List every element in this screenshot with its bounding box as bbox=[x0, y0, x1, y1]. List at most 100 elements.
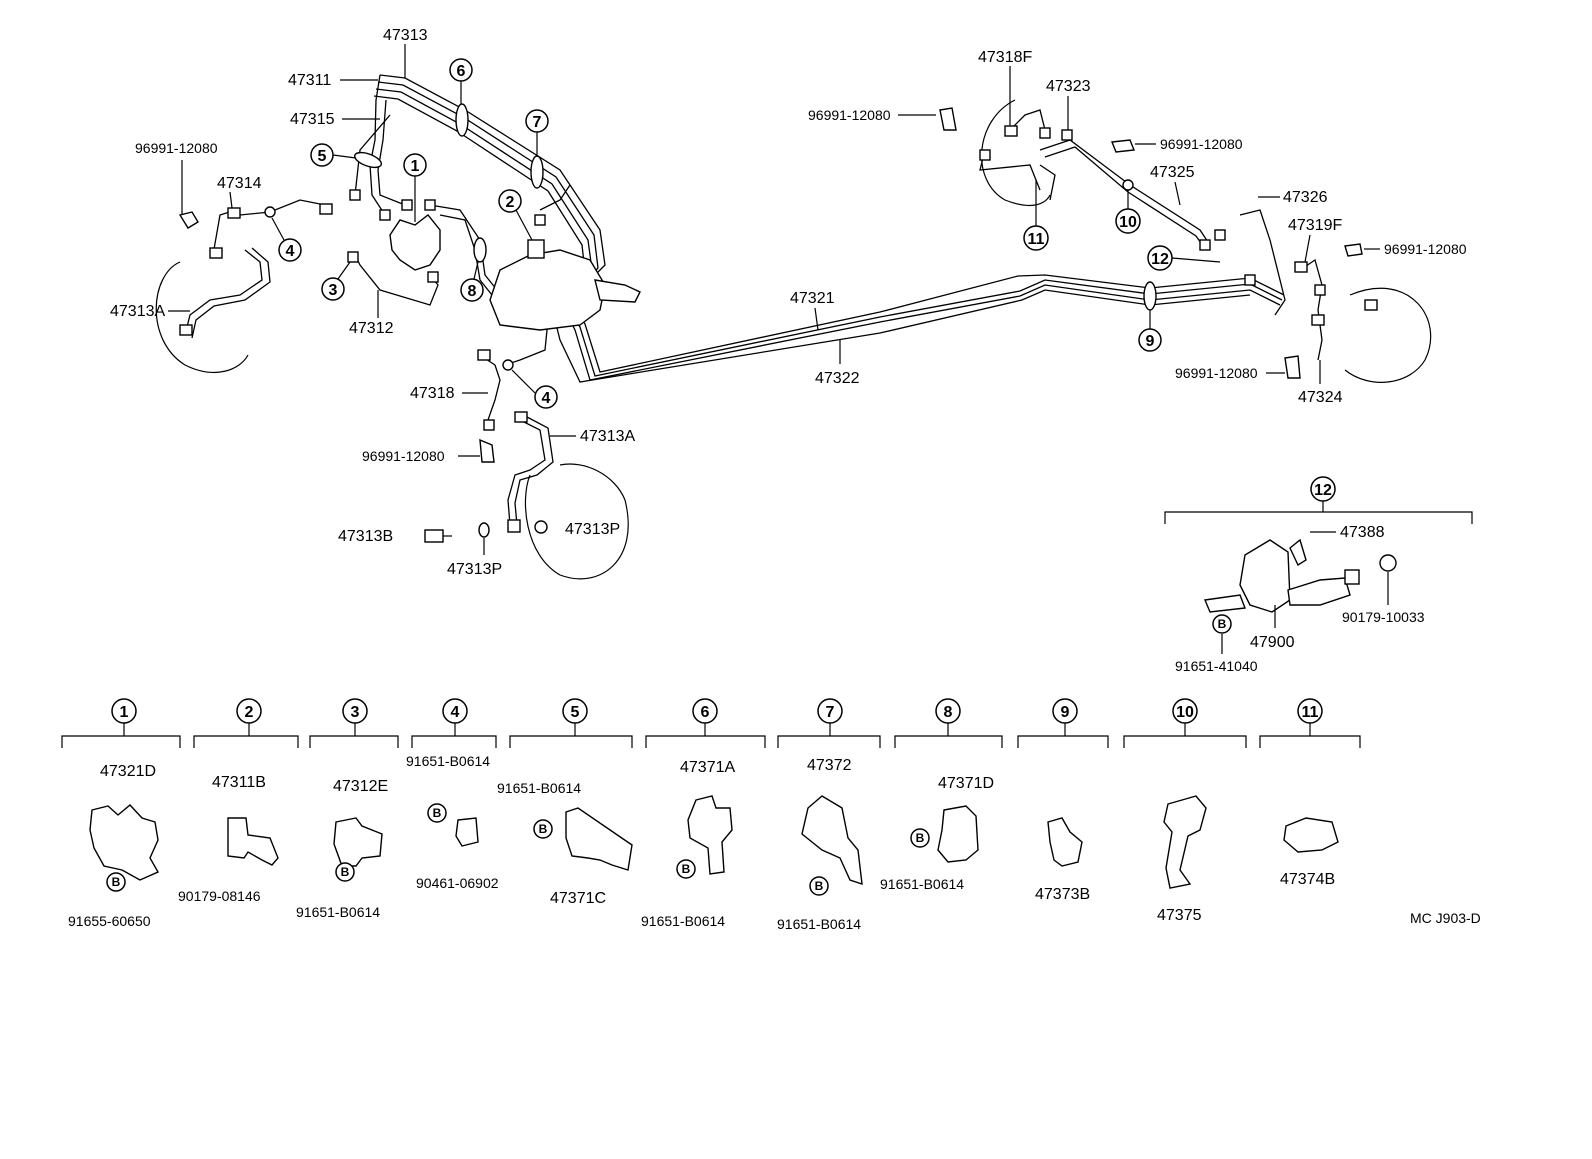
svg-text:2: 2 bbox=[506, 194, 515, 211]
brake-hoses bbox=[184, 109, 1323, 526]
group-2-sub-label: 90179-08146 bbox=[178, 888, 261, 904]
label-47321: 47321 bbox=[790, 290, 835, 307]
svg-text:7: 7 bbox=[533, 114, 542, 131]
svg-text:B: B bbox=[341, 865, 350, 879]
group-3-sub-label: 91651-B0614 bbox=[296, 904, 380, 920]
label-47313P-b: 47313P bbox=[565, 521, 620, 538]
callout-7-upper: 7 bbox=[525, 109, 549, 133]
group-7-part bbox=[801, 795, 863, 886]
group-9-main-label: 47373B bbox=[1035, 886, 1090, 903]
label-47311: 47311 bbox=[288, 72, 331, 89]
svg-text:8: 8 bbox=[468, 283, 477, 300]
group-1-callout: 1 bbox=[111, 698, 137, 724]
label-47319F: 47319F bbox=[1288, 217, 1342, 234]
label-47318F: 47318F bbox=[978, 49, 1032, 66]
group-1-bracket bbox=[61, 735, 181, 748]
group-4-callout: 4 bbox=[442, 698, 468, 724]
group-6-callout: 6 bbox=[692, 698, 718, 724]
svg-text:B: B bbox=[1218, 617, 1227, 631]
group-11-bracket bbox=[1259, 735, 1361, 748]
svg-text:6: 6 bbox=[701, 704, 710, 721]
svg-text:3: 3 bbox=[351, 704, 360, 721]
group-6-bolt-badge: B bbox=[676, 859, 696, 879]
group-6-main-label: 47371A bbox=[680, 759, 735, 776]
bolt-badge-12: B bbox=[1212, 614, 1232, 634]
svg-text:9: 9 bbox=[1061, 704, 1070, 721]
group-3-main-label: 47312E bbox=[333, 778, 388, 795]
group-9-part bbox=[1047, 817, 1083, 867]
callout-8-upper: 8 bbox=[460, 278, 484, 302]
group-5-part bbox=[565, 807, 633, 871]
callout-11-upper: 11 bbox=[1023, 225, 1049, 251]
callout-3-upper: 3 bbox=[321, 277, 345, 301]
svg-text:8: 8 bbox=[944, 704, 953, 721]
group-4-bracket bbox=[411, 735, 497, 748]
label-47325: 47325 bbox=[1150, 164, 1195, 181]
group-5-main-label: 91651-B0614 bbox=[497, 780, 581, 796]
group-8-main-label: 47371D bbox=[938, 775, 994, 792]
svg-text:4: 4 bbox=[542, 390, 551, 407]
label-96991-12080-f: 96991-12080 bbox=[1175, 365, 1258, 381]
group-7-bolt-badge: B bbox=[809, 876, 829, 896]
group-1-part bbox=[89, 804, 159, 881]
group-10-main-label: 47375 bbox=[1157, 907, 1202, 924]
group-8-callout: 8 bbox=[935, 698, 961, 724]
group-9-bracket bbox=[1017, 735, 1109, 748]
group-3-bolt-badge: B bbox=[335, 862, 355, 882]
callout-9-upper: 9 bbox=[1138, 328, 1162, 352]
label-47900: 47900 bbox=[1250, 634, 1295, 651]
group-3: 3 47312E 91651-B0614 B bbox=[296, 698, 399, 920]
label-47315: 47315 bbox=[290, 111, 335, 128]
svg-text:5: 5 bbox=[571, 704, 580, 721]
group-1-bolt-badge: B bbox=[106, 872, 126, 892]
group-1-sub-label: 91655-60650 bbox=[68, 913, 151, 929]
group-7-callout: 7 bbox=[817, 698, 843, 724]
lower-bracket-groups: 147321D91655-60650B247311B90179-08146347… bbox=[61, 698, 1361, 932]
label-96991-12080-e: 96991-12080 bbox=[1384, 241, 1467, 257]
diagram-code: MC J903-D bbox=[1410, 910, 1481, 926]
group-8-part bbox=[937, 805, 979, 863]
group-7-main-label: 47372 bbox=[807, 757, 852, 774]
svg-text:4: 4 bbox=[451, 704, 460, 721]
pipe-fittings bbox=[179, 125, 1378, 533]
label-96991-12080-a: 96991-12080 bbox=[135, 140, 218, 156]
callout-5-upper: 5 bbox=[310, 143, 334, 167]
group-10-bracket bbox=[1123, 735, 1247, 748]
svg-text:B: B bbox=[916, 831, 925, 845]
svg-text:2: 2 bbox=[245, 704, 254, 721]
group-9-callout: 9 bbox=[1052, 698, 1078, 724]
label-96991-12080-d: 96991-12080 bbox=[1160, 136, 1243, 152]
label-47312: 47312 bbox=[349, 320, 394, 337]
group-5-sub-label: 47371C bbox=[550, 890, 606, 907]
group-8-bolt-badge: B bbox=[910, 828, 930, 848]
group-2-bracket bbox=[193, 735, 299, 748]
svg-text:10: 10 bbox=[1119, 214, 1137, 231]
label-47313A-mid: 47313A bbox=[580, 428, 635, 445]
label-47324: 47324 bbox=[1298, 389, 1343, 406]
callout-6-upper: 6 bbox=[449, 58, 473, 82]
group-11-part bbox=[1283, 817, 1339, 853]
svg-text:B: B bbox=[682, 862, 691, 876]
bleeder-parts bbox=[424, 520, 548, 543]
svg-text:B: B bbox=[815, 879, 824, 893]
callout-1-upper: 1 bbox=[403, 153, 427, 177]
pipe-clip-ovals bbox=[353, 103, 1157, 311]
group-2-callout: 2 bbox=[236, 698, 262, 724]
svg-text:3: 3 bbox=[329, 282, 338, 299]
group-7-bracket bbox=[777, 735, 881, 748]
group-6-part bbox=[687, 795, 733, 875]
group-10-part bbox=[1163, 795, 1207, 889]
junction-block-1 bbox=[389, 214, 441, 271]
group-6-bracket bbox=[645, 735, 766, 748]
svg-text:1: 1 bbox=[120, 704, 129, 721]
label-47326: 47326 bbox=[1283, 189, 1328, 206]
label-47313: 47313 bbox=[383, 27, 428, 44]
svg-text:4: 4 bbox=[286, 243, 295, 260]
svg-text:9: 9 bbox=[1146, 333, 1155, 350]
group-5-bolt-badge: B bbox=[533, 819, 553, 839]
